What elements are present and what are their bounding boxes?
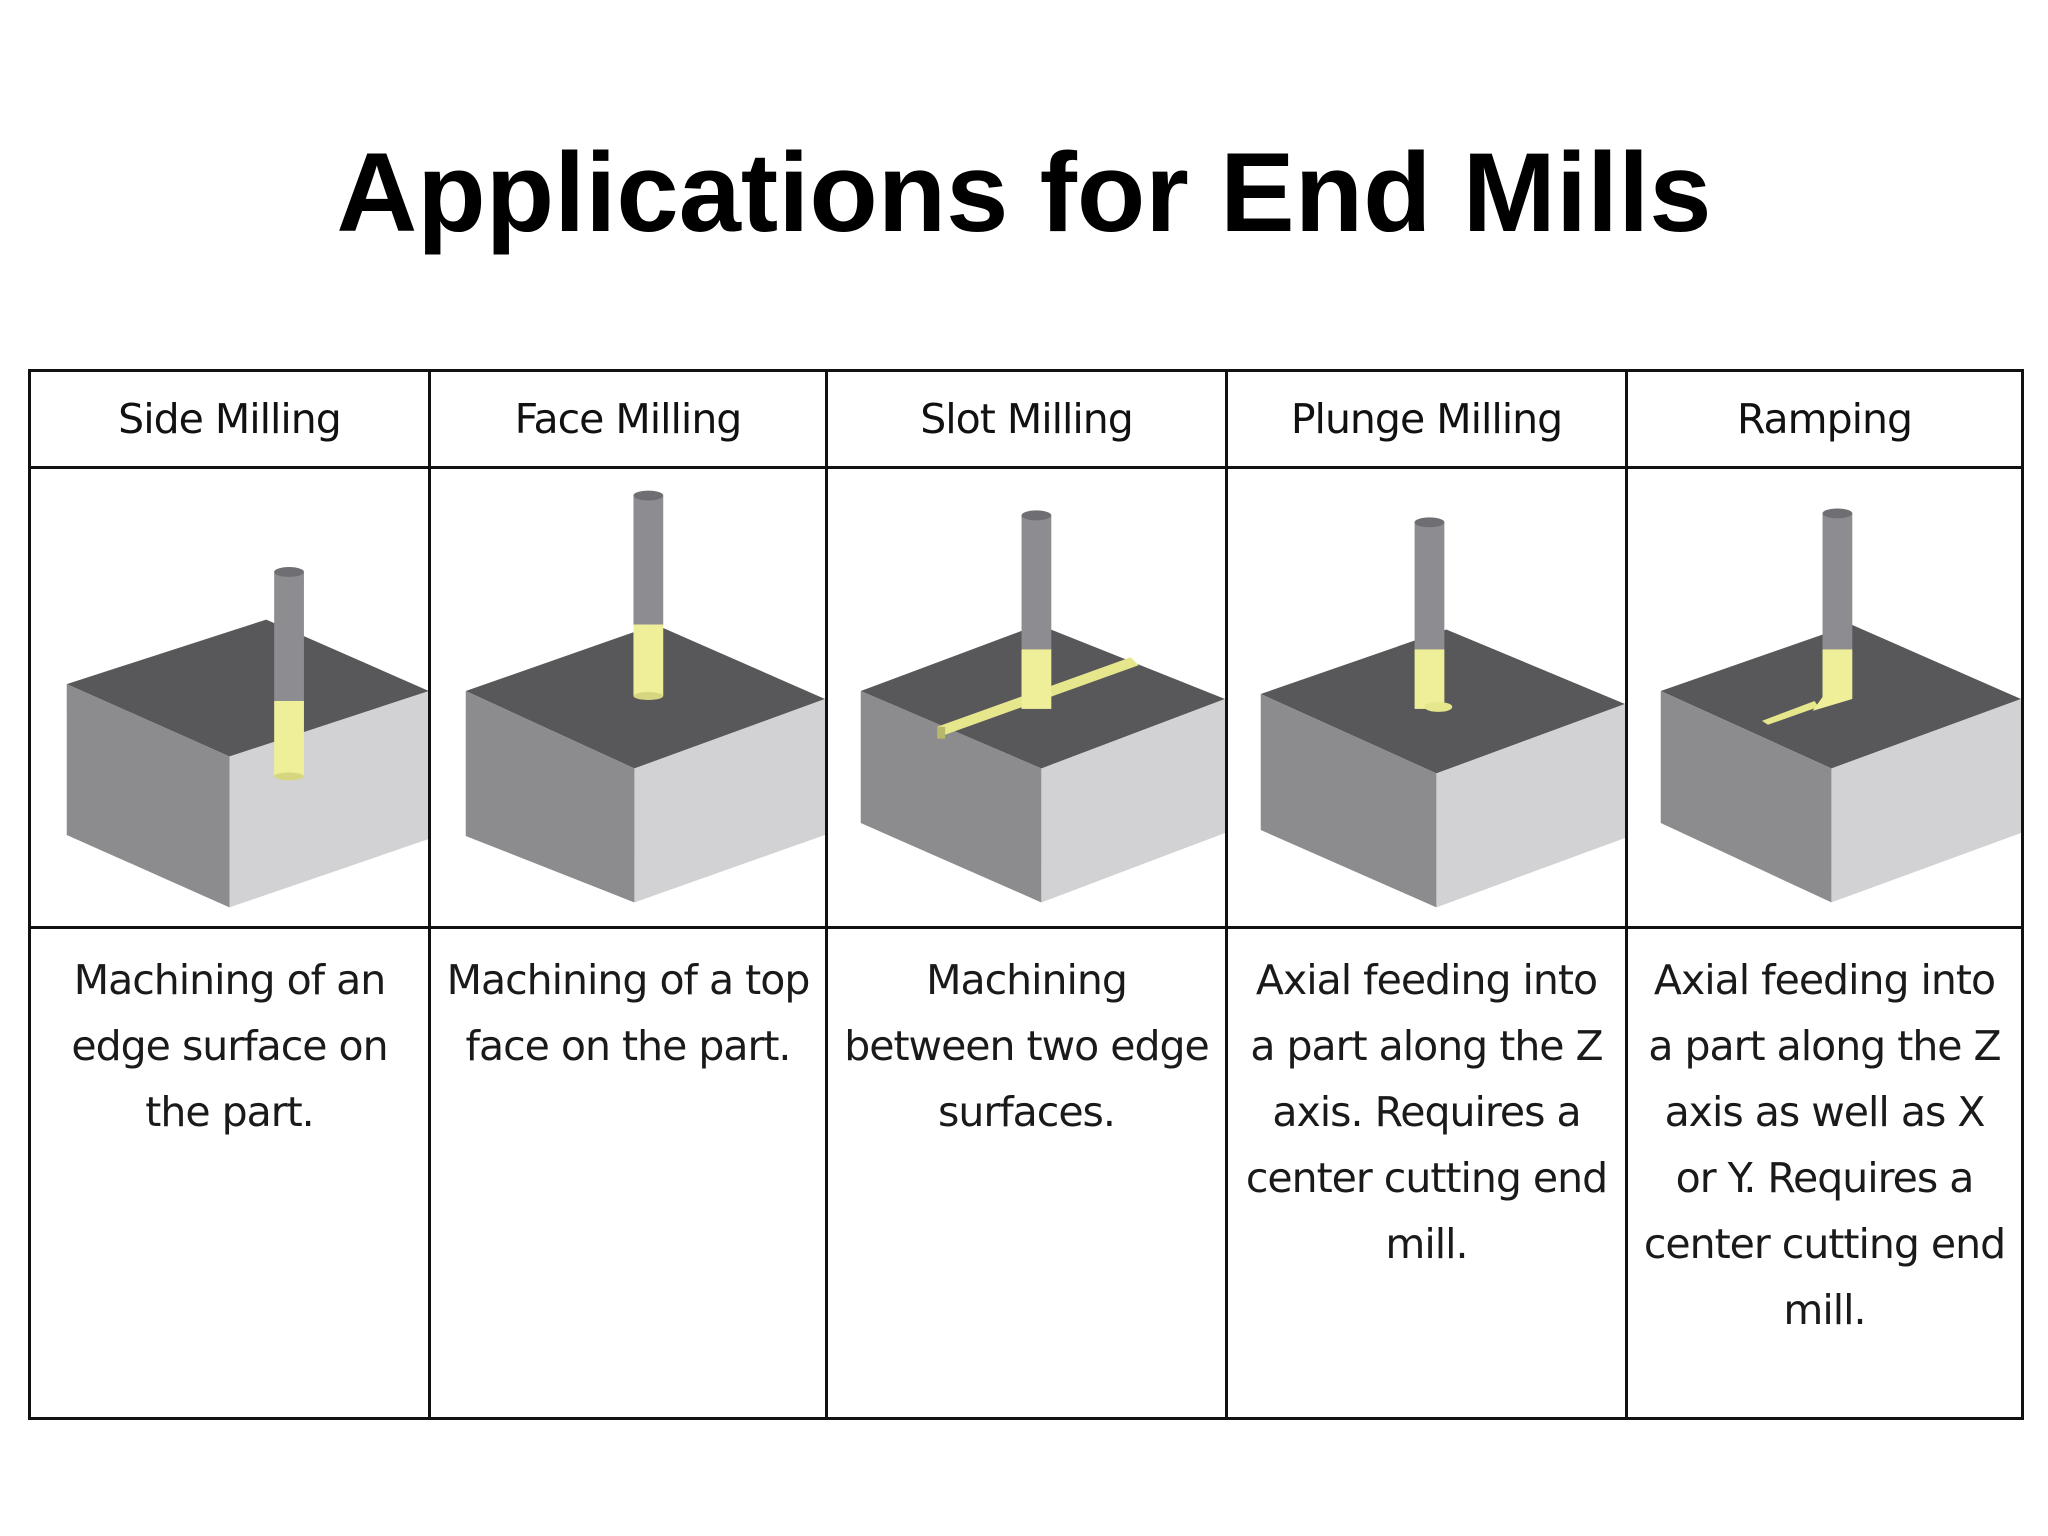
tool-shank xyxy=(274,571,304,701)
side-milling-illustration-cell xyxy=(28,466,431,929)
heading-plunge-milling: Plunge Milling xyxy=(1225,369,1628,469)
tool-shank-top xyxy=(1414,517,1445,528)
description-ramping: Axial feeding into a part along the Z ax… xyxy=(1625,926,2024,1420)
description-side-milling: Machining of an edge surface on the part… xyxy=(28,926,431,1420)
block-top-face xyxy=(66,619,428,757)
description-plunge-milling: Axial feeding into a part along the Z ax… xyxy=(1225,926,1628,1420)
illustration-row xyxy=(28,466,2024,929)
description-text: Axial feeding into a part along the Z ax… xyxy=(1245,956,1608,1268)
block-right-face xyxy=(1041,698,1225,903)
description-row: Machining of an edge surface on the part… xyxy=(28,926,2024,1420)
description-text: Machining between two edge surfaces. xyxy=(844,956,1210,1136)
heading-side-milling: Side Milling xyxy=(28,369,431,469)
description-text: Axial feeding into a part along the Z ax… xyxy=(1643,956,2006,1334)
block-left-face xyxy=(465,691,635,903)
description-text: Machining of a top face on the part. xyxy=(446,956,811,1070)
block-left-face xyxy=(860,691,1042,903)
tool-flutes xyxy=(1414,649,1445,709)
plunge-milling-illustration xyxy=(1260,517,1625,908)
heading-face-milling: Face Milling xyxy=(428,369,828,469)
block-right-face xyxy=(1831,698,2021,903)
tool-shank-top xyxy=(633,490,664,501)
description-slot-milling: Machining between two edge surfaces. xyxy=(825,926,1228,1420)
face-milling-illustration xyxy=(465,490,825,903)
end-mill-applications-table: Side Milling Face Milling Slot Milling P… xyxy=(28,369,2024,1420)
tool-shank-top xyxy=(1021,510,1052,521)
block-right-face xyxy=(634,698,825,903)
block-left-face xyxy=(1260,694,1437,908)
tool-shank xyxy=(1021,515,1052,650)
heading-slot-milling: Slot Milling xyxy=(825,369,1228,469)
tool-flutes xyxy=(274,700,304,777)
block-left-face xyxy=(1660,691,1832,903)
ramping-illustration-cell xyxy=(1625,466,2024,929)
tool-shank-top xyxy=(274,566,304,577)
side-milling-illustration xyxy=(66,566,428,908)
ramp-cut xyxy=(1761,700,1819,725)
description-text: Machining of an edge surface on the part… xyxy=(71,956,388,1136)
block-left-face xyxy=(66,684,230,908)
description-face-milling: Machining of a top face on the part. xyxy=(428,926,828,1420)
plunge-milling-illustration-cell xyxy=(1225,466,1628,929)
tool-shank xyxy=(633,495,664,625)
tool-shank-top xyxy=(1822,508,1853,519)
tool-flutes xyxy=(633,624,664,697)
block-right-face xyxy=(1436,703,1625,908)
tool-flutes xyxy=(1021,649,1052,709)
face-milling-illustration-cell xyxy=(428,466,828,929)
header-row: Side Milling Face Milling Slot Milling P… xyxy=(28,369,2024,469)
slide-title: Applications for End Mills xyxy=(336,130,1712,255)
ramping-illustration xyxy=(1660,508,2021,903)
tool-shank xyxy=(1822,513,1853,650)
tool-shank xyxy=(1414,522,1445,650)
slot-milling-illustration-cell xyxy=(825,466,1228,929)
slot-milling-illustration xyxy=(860,510,1225,903)
heading-ramping: Ramping xyxy=(1625,369,2024,469)
